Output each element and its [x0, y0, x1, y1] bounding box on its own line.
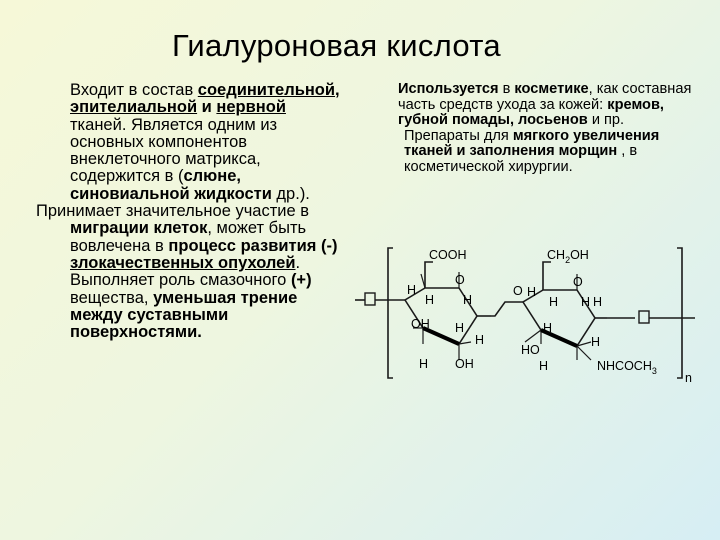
text-run: тканей. Является одним из основных компо… — [70, 115, 278, 186]
term-fillers: мягкого увеличения тканей и заполнения м… — [404, 127, 660, 160]
ho-label: HO — [521, 343, 540, 357]
paragraph-migration: Принимает значительное участие в миграци… — [36, 202, 346, 272]
text-run: в — [498, 81, 515, 97]
term-cosmetics: косметике — [514, 81, 589, 97]
h-label: H — [463, 293, 472, 307]
text-run: Входит в состав — [70, 81, 198, 99]
h-label: H — [425, 293, 434, 307]
text-run: и — [197, 98, 217, 117]
text-run: (-) — [316, 236, 338, 255]
paragraph-cosmetics: Используется в косметике, как составная … — [398, 81, 698, 129]
paragraph-composition: Входит в состав соединительной, эпителиа… — [36, 81, 346, 203]
oh-label: OH — [411, 317, 430, 331]
term-products: кремов, губной помады, лосьенов — [398, 96, 664, 129]
term-nervous: нервной — [216, 98, 286, 117]
h-label: H — [591, 335, 600, 349]
text-run: , в косметической хирургии. — [404, 143, 638, 175]
text-run: и пр. — [587, 112, 625, 129]
right-text-column: Используется в косметике, как составная … — [398, 81, 698, 176]
cooh-label: COOH — [429, 248, 467, 262]
n-subscript: n — [685, 371, 692, 385]
h-label: H — [539, 359, 548, 373]
hyaluronic-acid-formula: COOH CH2OH H H O H OH H H H OH O H H O H… — [355, 247, 695, 385]
slide-title: Гиалуроновая кислота — [172, 28, 501, 63]
term-cell-migration: миграции клеток — [70, 219, 208, 238]
text-run: Принимает значительное участие в — [36, 202, 310, 221]
oh-label: OH — [455, 357, 474, 371]
o-label: O — [573, 275, 583, 289]
text-run: . — [295, 253, 301, 272]
left-text-column: Входит в состав соединительной, эпителиа… — [36, 81, 346, 341]
term-connective: соединительной — [197, 81, 336, 99]
h-label: H — [455, 321, 464, 335]
term-tumors: злокачественных опухолей — [70, 253, 296, 272]
text-run: Выполняет роль смазочного — [70, 271, 291, 290]
h-label: H — [475, 333, 484, 347]
term-used: Используется — [398, 81, 499, 97]
text-run: др.). — [271, 184, 310, 203]
nhcoch3-label: NHCOCH3 — [597, 359, 657, 376]
h-label: H — [407, 283, 416, 297]
text-run: вещества, — [70, 288, 154, 307]
h-label: H — [549, 295, 558, 309]
paragraph-fillers: Препараты для мягкого увеличения тканей … — [398, 127, 698, 176]
h-label: H — [593, 295, 602, 309]
text-run: , — [335, 81, 340, 99]
text-run: , как составная часть средств ухода за к… — [398, 81, 692, 113]
h-label: H — [527, 285, 536, 299]
o-label: O — [513, 284, 523, 298]
h-label: H — [581, 295, 590, 309]
term-epithelial: эпителиальной — [70, 98, 198, 117]
h-label: H — [543, 321, 552, 335]
o-label: O — [455, 273, 465, 287]
h-label: H — [419, 357, 428, 371]
paragraph-lubricant: Выполняет роль смазочного (+) вещества, … — [36, 272, 346, 341]
text-run: Препараты для — [404, 127, 513, 144]
term-development: процесс развития — [168, 236, 317, 255]
term-fluids: слюне, синовиальной жидкости — [70, 167, 272, 203]
term-friction: уменьшая трение между суставными поверхн… — [70, 288, 298, 342]
text-run: , может быть вовлечена в — [70, 219, 307, 255]
ch2oh-label: CH2OH — [547, 248, 589, 265]
text-run: (+) — [290, 271, 312, 290]
